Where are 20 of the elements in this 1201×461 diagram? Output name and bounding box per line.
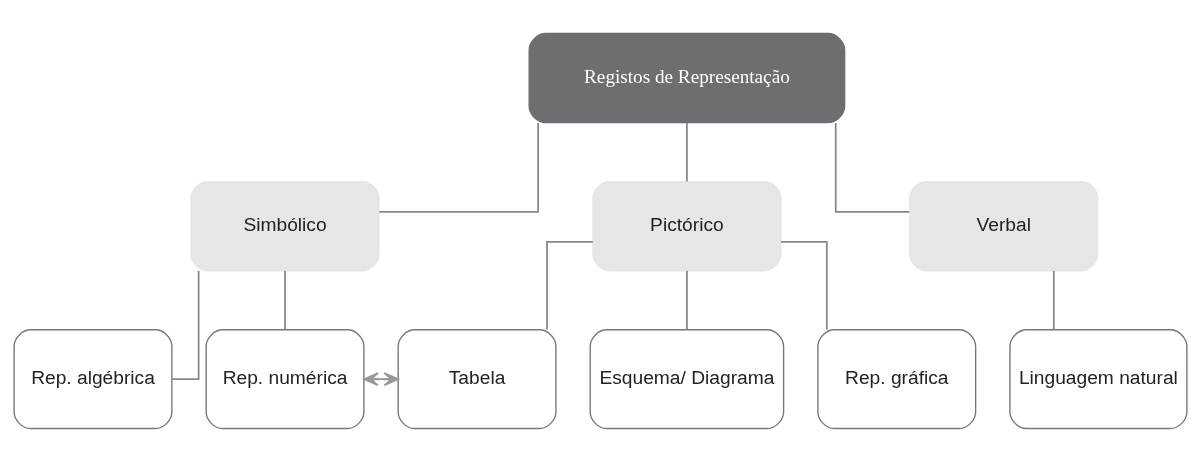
arrow bbox=[363, 371, 399, 386]
connector bbox=[284, 269, 286, 330]
connector bbox=[171, 269, 200, 380]
connector bbox=[780, 240, 828, 330]
node-box: Rep. gráfica bbox=[817, 328, 977, 429]
connector bbox=[546, 240, 594, 330]
connector bbox=[378, 121, 539, 213]
node-box: Simbólico bbox=[190, 180, 380, 271]
node-box: Linguagem natural bbox=[1009, 328, 1188, 429]
node-box: Rep. numérica bbox=[205, 328, 365, 429]
node-box: Esquema/ Diagrama bbox=[589, 328, 785, 429]
connector bbox=[834, 121, 911, 213]
connector bbox=[1052, 269, 1055, 330]
node-box: Rep. algébrica bbox=[13, 328, 173, 429]
connector bbox=[686, 269, 688, 330]
connector bbox=[686, 121, 688, 182]
node-box: Tabela bbox=[397, 328, 557, 429]
node-box: Verbal bbox=[909, 180, 1099, 271]
node-box: Registos de Representação bbox=[528, 32, 846, 123]
node-box: Pictórico bbox=[592, 180, 782, 271]
